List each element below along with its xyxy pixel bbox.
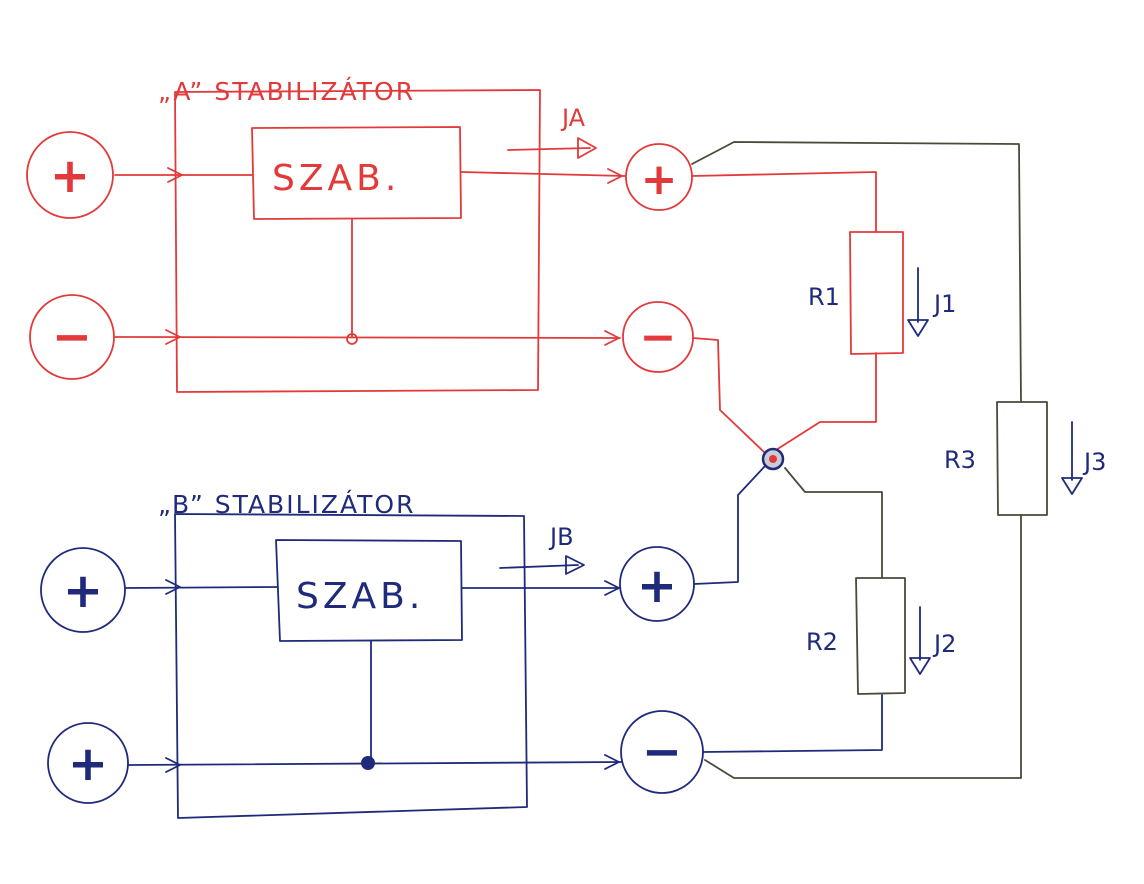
- stabilizer-a-input-minus-sign: −: [52, 309, 92, 365]
- current-label-j1: J1: [932, 290, 956, 318]
- stabilizer-a-output-plus-sign: +: [641, 154, 678, 205]
- arrow-icon: [604, 580, 620, 596]
- stabilizer-a-input-minus-terminal: [29, 294, 115, 380]
- arrow-icon: [604, 330, 620, 346]
- common-node: [761, 447, 785, 471]
- resistor-r3: R3 J3: [691, 141, 1106, 779]
- stabilizer-a-regulator-block: [251, 126, 462, 220]
- arrow-icon: [167, 167, 183, 183]
- stabilizer-b-input-plus-terminal: [40, 547, 126, 633]
- stabilizer-b-frame: [174, 513, 528, 819]
- stabilizer-b-input-second-terminal: [47, 722, 129, 804]
- stabilizer-a-output-wire: [460, 171, 626, 177]
- stabilizer-a-frame: [174, 89, 541, 393]
- wire-a-plus-to-r3: [691, 141, 1022, 403]
- stabilizer-a-output-minus-terminal: [622, 301, 694, 373]
- stabilizer-b-input-plus-sign: +: [63, 563, 103, 619]
- arrow-icon: [577, 137, 597, 159]
- arrow-icon: [1061, 477, 1083, 495]
- arrow-icon: [909, 657, 931, 675]
- resistor-r2-body: [855, 577, 906, 695]
- current-label-jb: JB: [548, 523, 574, 551]
- resistor-r2-label: R2: [806, 628, 838, 656]
- current-arrow-a: [507, 147, 591, 151]
- stabilizer-a-regulator-label: SZAB.: [272, 158, 400, 199]
- arrow-icon: [607, 168, 623, 184]
- stabilizer-b-output-minus-sign: −: [642, 724, 682, 780]
- junction-dot: [361, 756, 375, 770]
- stabilizer-b-regulator-label: SZAB.: [296, 576, 424, 617]
- stabilizer-a-input-plus-sign: +: [50, 148, 90, 204]
- arrow-icon: [907, 319, 929, 337]
- current-label-ja: JA: [560, 104, 586, 132]
- stabilizer-b-minus-rail: [127, 761, 623, 766]
- current-arrow-b: [499, 564, 579, 569]
- current-label-j2: J2: [932, 630, 956, 658]
- wire-common-to-r2: [784, 467, 883, 579]
- resistor-r1-body: [849, 231, 904, 355]
- arrow-icon: [565, 555, 585, 575]
- resistor-r3-body: [996, 401, 1048, 516]
- junction-dot: [346, 333, 358, 345]
- arrow-icon: [165, 757, 181, 773]
- stabilizer-b-input-second-sign: +: [68, 736, 108, 792]
- stabilizer-b-output-plus-sign: +: [637, 558, 677, 614]
- stabilizer-a-minus-rail: [114, 336, 621, 339]
- stabilizer-a-output-minus-sign: −: [640, 312, 677, 363]
- stabilizer-b-input-plus-wire: [125, 586, 279, 589]
- current-label-j3: J3: [1082, 448, 1106, 476]
- arrow-icon: [165, 579, 181, 595]
- stabilizer-b-regulator-block: [275, 539, 463, 642]
- wire-r1-to-common: [775, 352, 877, 451]
- arrow-icon: [165, 329, 181, 345]
- arrow-icon: [604, 754, 620, 770]
- wire-b-plus-to-common: [693, 465, 766, 585]
- resistor-r3-label: R3: [944, 446, 976, 474]
- junction-dot: [769, 455, 777, 463]
- stabilizer-a-output-plus-terminal: [625, 143, 693, 211]
- wire-a-plus-to-r1: [691, 171, 877, 233]
- wire-a-minus-to-common: [692, 337, 765, 453]
- wire-b-minus-to-r2: [702, 694, 883, 753]
- resistor-r1-label: R1: [808, 283, 840, 311]
- stabilizer-a: „A” STABILIZÁTOR SZAB. + − JA +: [26, 77, 877, 453]
- stabilizer-a-input-plus-terminal: [26, 131, 114, 219]
- stabilizer-b: „B” STABILIZÁTOR SZAB. + + JB +: [40, 465, 883, 819]
- wire-r3-to-b-minus: [704, 514, 1022, 779]
- resistor-r2: R2 J2: [784, 467, 956, 695]
- resistor-r1: R1 J1: [808, 231, 956, 355]
